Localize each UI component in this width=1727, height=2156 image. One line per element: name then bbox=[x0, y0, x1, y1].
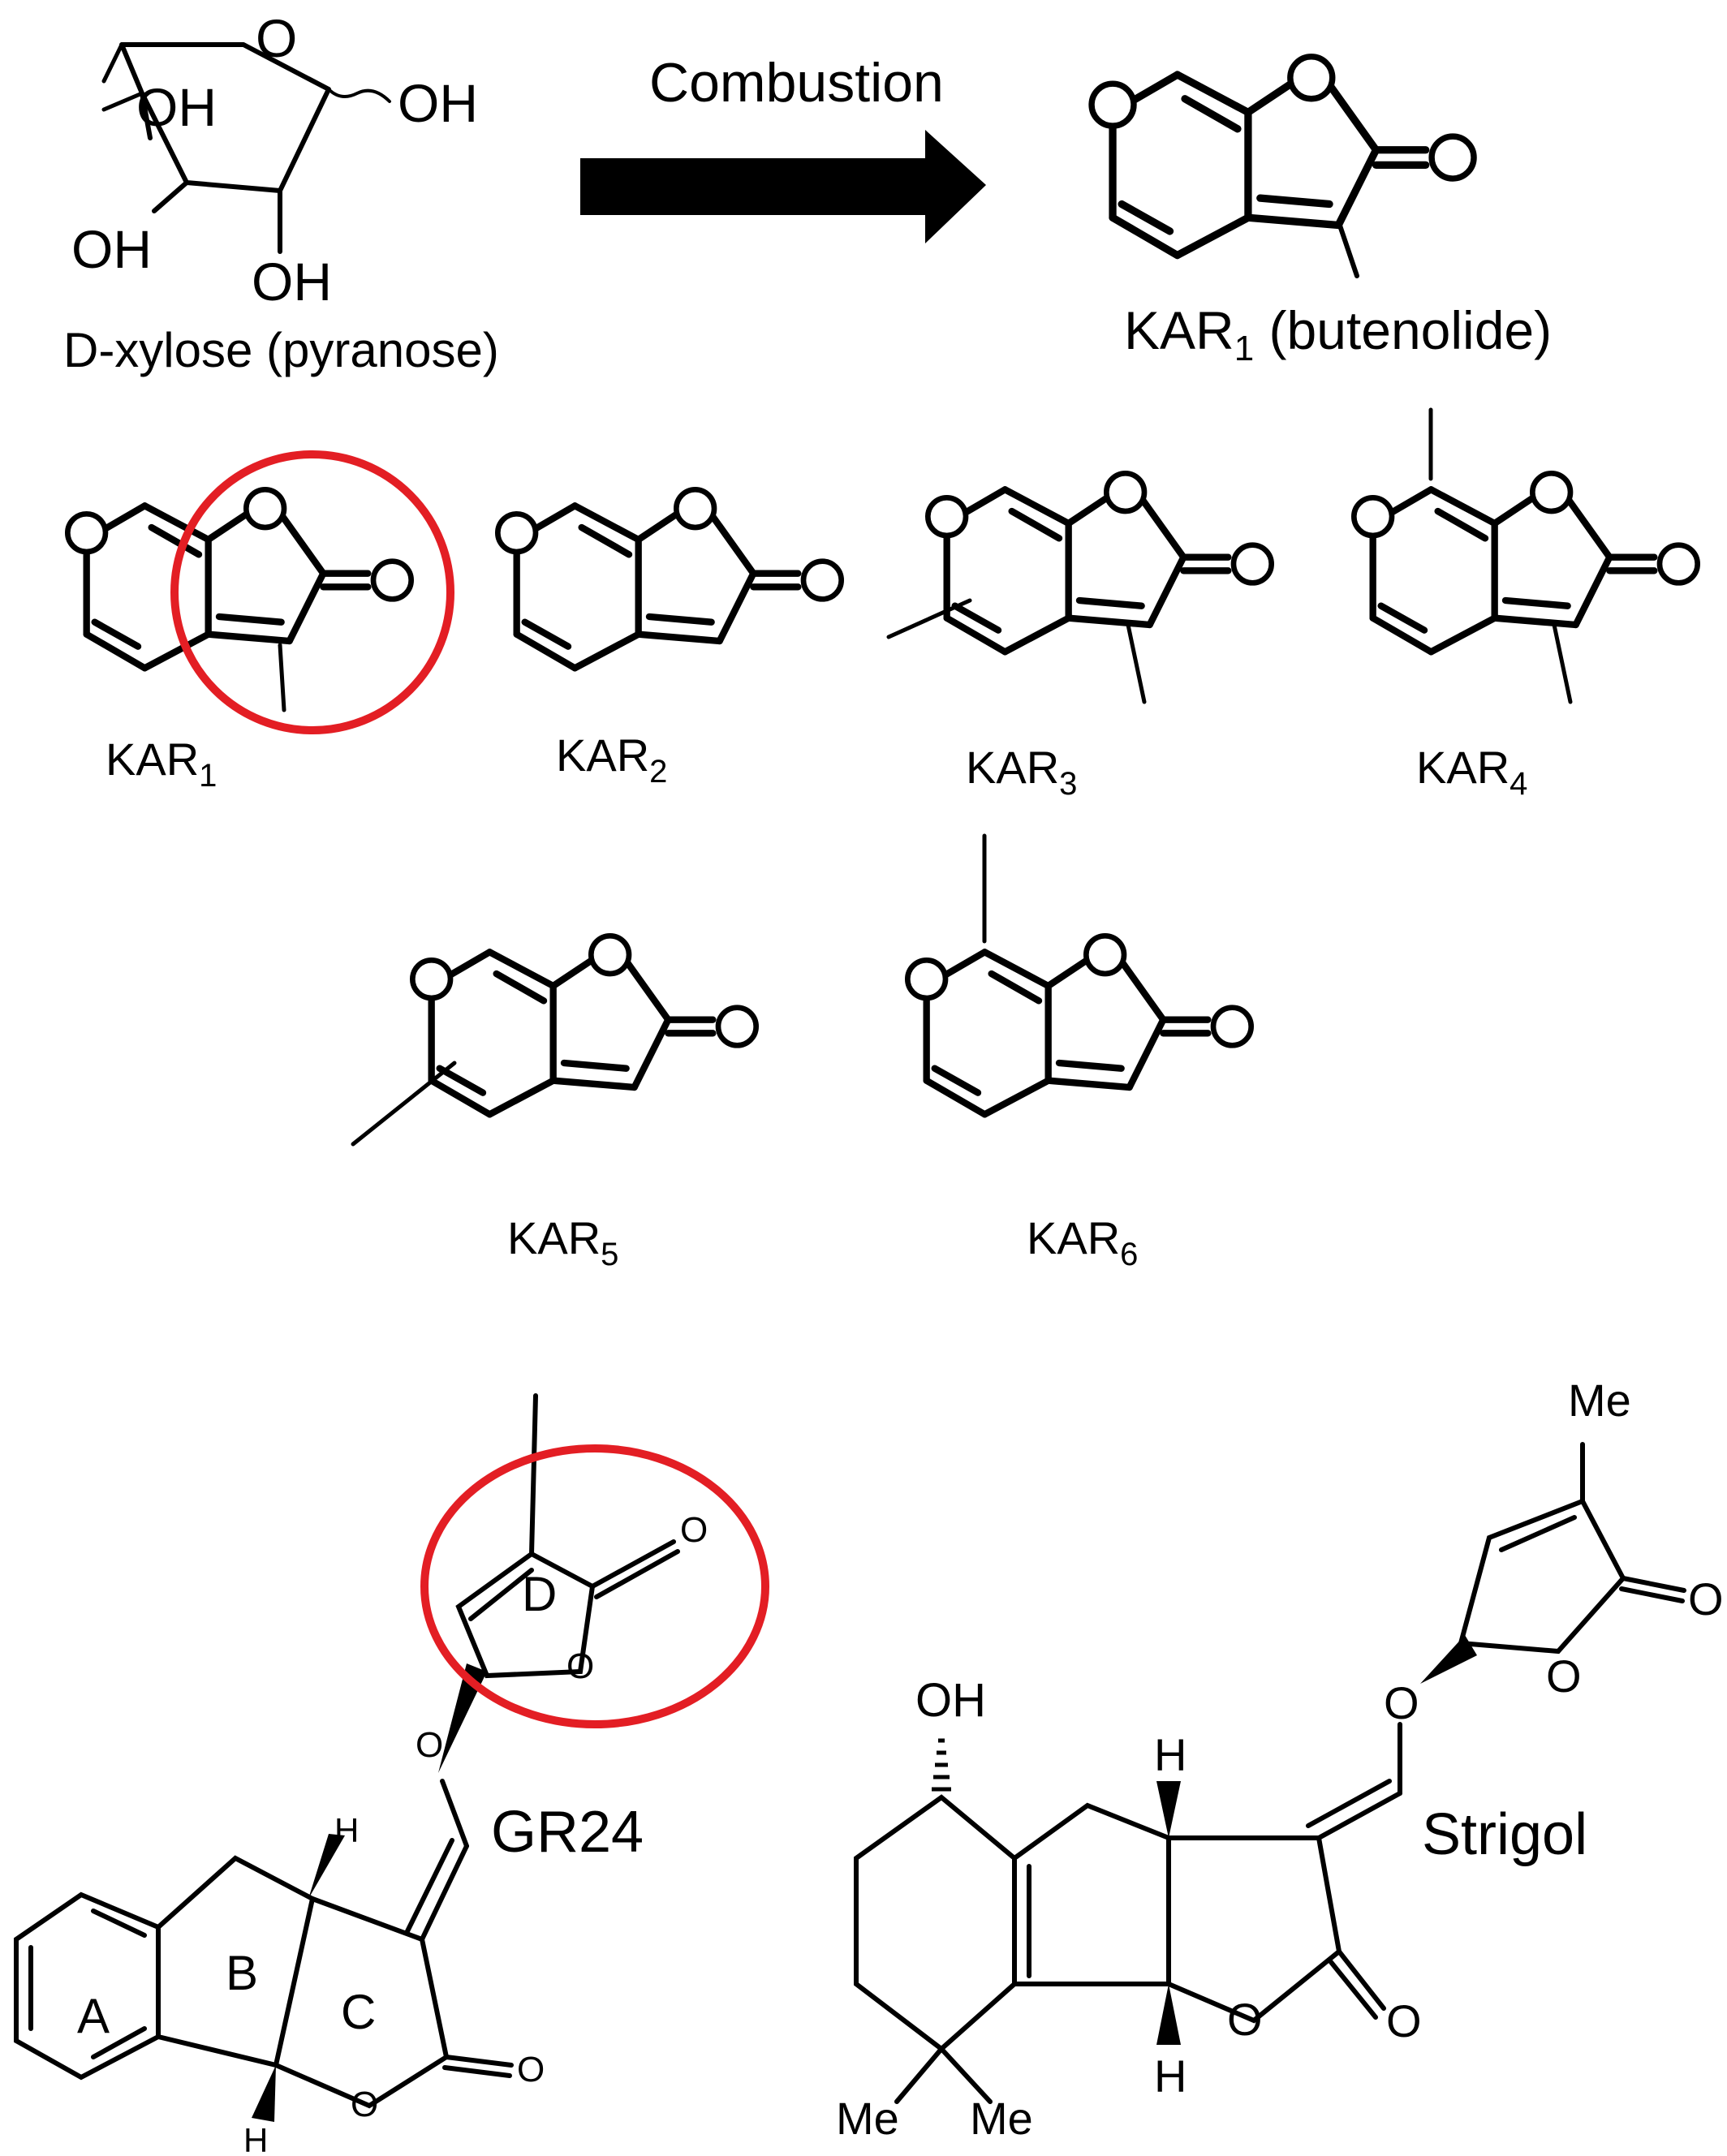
gr24-oxygen-ring-d: O bbox=[566, 1646, 594, 1686]
kar1-top-caption: KAR1 (butenolide) bbox=[1124, 300, 1552, 368]
strigol-wedge-ether bbox=[1420, 1635, 1477, 1684]
gr24-wedge-1 bbox=[438, 1663, 487, 1773]
strigol-oxygen-lactone: O bbox=[1227, 1994, 1263, 2045]
strigol-oxygen-carbonyl-d: O bbox=[1688, 1573, 1724, 1625]
xylose-caption: D-xylose (pyranose) bbox=[63, 323, 499, 377]
gr24-structure bbox=[14, 1393, 680, 2109]
xylose-ring-oxygen: O bbox=[256, 8, 297, 68]
gr24-ring-c-label: C bbox=[341, 1985, 376, 2039]
gr24-oxygen-carbonyl-d: O bbox=[680, 1510, 708, 1550]
xylose-oh-1: OH bbox=[398, 73, 478, 133]
strigol-oxygen-ring-d: O bbox=[1546, 1650, 1582, 1702]
kar5-label: KAR5 bbox=[507, 1212, 618, 1272]
kar4-methyl-furan bbox=[1552, 622, 1573, 704]
kar2-structure bbox=[497, 489, 841, 668]
combustion-arrow bbox=[580, 130, 986, 243]
strigol-name: Strigol bbox=[1422, 1802, 1587, 1867]
xylose-oh-4: OH bbox=[252, 252, 332, 312]
kar3-label: KAR3 bbox=[966, 742, 1077, 802]
strigol-oxygen-ether: O bbox=[1384, 1677, 1419, 1728]
gr24-atom-labels: A B C D O O O O O H H GR24 bbox=[77, 1510, 708, 2156]
kar3-structure bbox=[928, 473, 1271, 652]
strigol-hydroxyl: OH bbox=[915, 1674, 986, 1727]
gr24-oxygen-carbonyl-c: O bbox=[517, 2050, 545, 2089]
strigol-oxygen-carbonyl: O bbox=[1386, 1995, 1422, 2046]
strigol-wedge-top bbox=[1156, 1781, 1181, 1838]
gr24-hydrogen-top: H bbox=[334, 1811, 359, 1849]
kar3-methyl-ring bbox=[886, 598, 972, 639]
xylose-atom-labels: O OH OH OH OH D-xylose (pyranose) bbox=[63, 8, 499, 377]
gr24-ring-b-label: B bbox=[226, 1946, 258, 2000]
strigol-structure bbox=[854, 1442, 1686, 2104]
kar4-label: KAR4 bbox=[1416, 742, 1527, 802]
strigol-wedge-bottom bbox=[1156, 1984, 1181, 2045]
kar3-methyl-furan bbox=[1126, 622, 1147, 704]
kar1-top-methyl bbox=[1337, 221, 1359, 278]
kar6-label: KAR6 bbox=[1027, 1212, 1138, 1272]
gr24-ring-d-label: D bbox=[522, 1567, 557, 1621]
gr24-name: GR24 bbox=[491, 1800, 644, 1865]
strigol-hashed-bond bbox=[932, 1738, 951, 1792]
strigol-atom-labels: OH H H O O O O O Me Me Me Strigol bbox=[836, 1375, 1724, 2144]
gr24-hydrogen-bottom: H bbox=[243, 2121, 268, 2156]
kar1-highlight-circle bbox=[170, 450, 454, 734]
kar1-methyl bbox=[278, 643, 286, 712]
gr24-oxygen-ring-c: O bbox=[351, 2085, 378, 2124]
gr24-d-ring-highlight-ellipse bbox=[420, 1444, 769, 1728]
kar1-top-structure bbox=[1092, 57, 1474, 256]
strigol-methyl-left: Me bbox=[836, 2093, 899, 2144]
combustion-label: Combustion bbox=[649, 52, 944, 114]
kar5-methyl bbox=[351, 1061, 457, 1147]
xylose-oh-2: OH bbox=[136, 77, 217, 137]
gr24-wedge-2 bbox=[308, 1834, 345, 1899]
strigol-methyl-top: Me bbox=[1568, 1375, 1631, 1426]
strigol-hydrogen-bottom: H bbox=[1154, 2051, 1187, 2102]
d-xylose-structure bbox=[101, 42, 391, 254]
xylose-oh-3: OH bbox=[71, 219, 152, 279]
kar5-structure bbox=[412, 936, 756, 1114]
gr24-oxygen-ether: O bbox=[416, 1725, 443, 1765]
kar2-label: KAR2 bbox=[556, 729, 667, 790]
kar4-structure bbox=[1354, 473, 1697, 652]
strigol-hydrogen-top: H bbox=[1154, 1729, 1187, 1780]
kar1-label: KAR1 bbox=[106, 734, 217, 794]
kar1-structure bbox=[67, 489, 411, 668]
gr24-ring-a-label: A bbox=[77, 1989, 110, 2043]
strigol-methyl-right: Me bbox=[970, 2093, 1033, 2144]
kar6-structure bbox=[907, 936, 1251, 1114]
gr24-wedge-3 bbox=[252, 2065, 276, 2122]
